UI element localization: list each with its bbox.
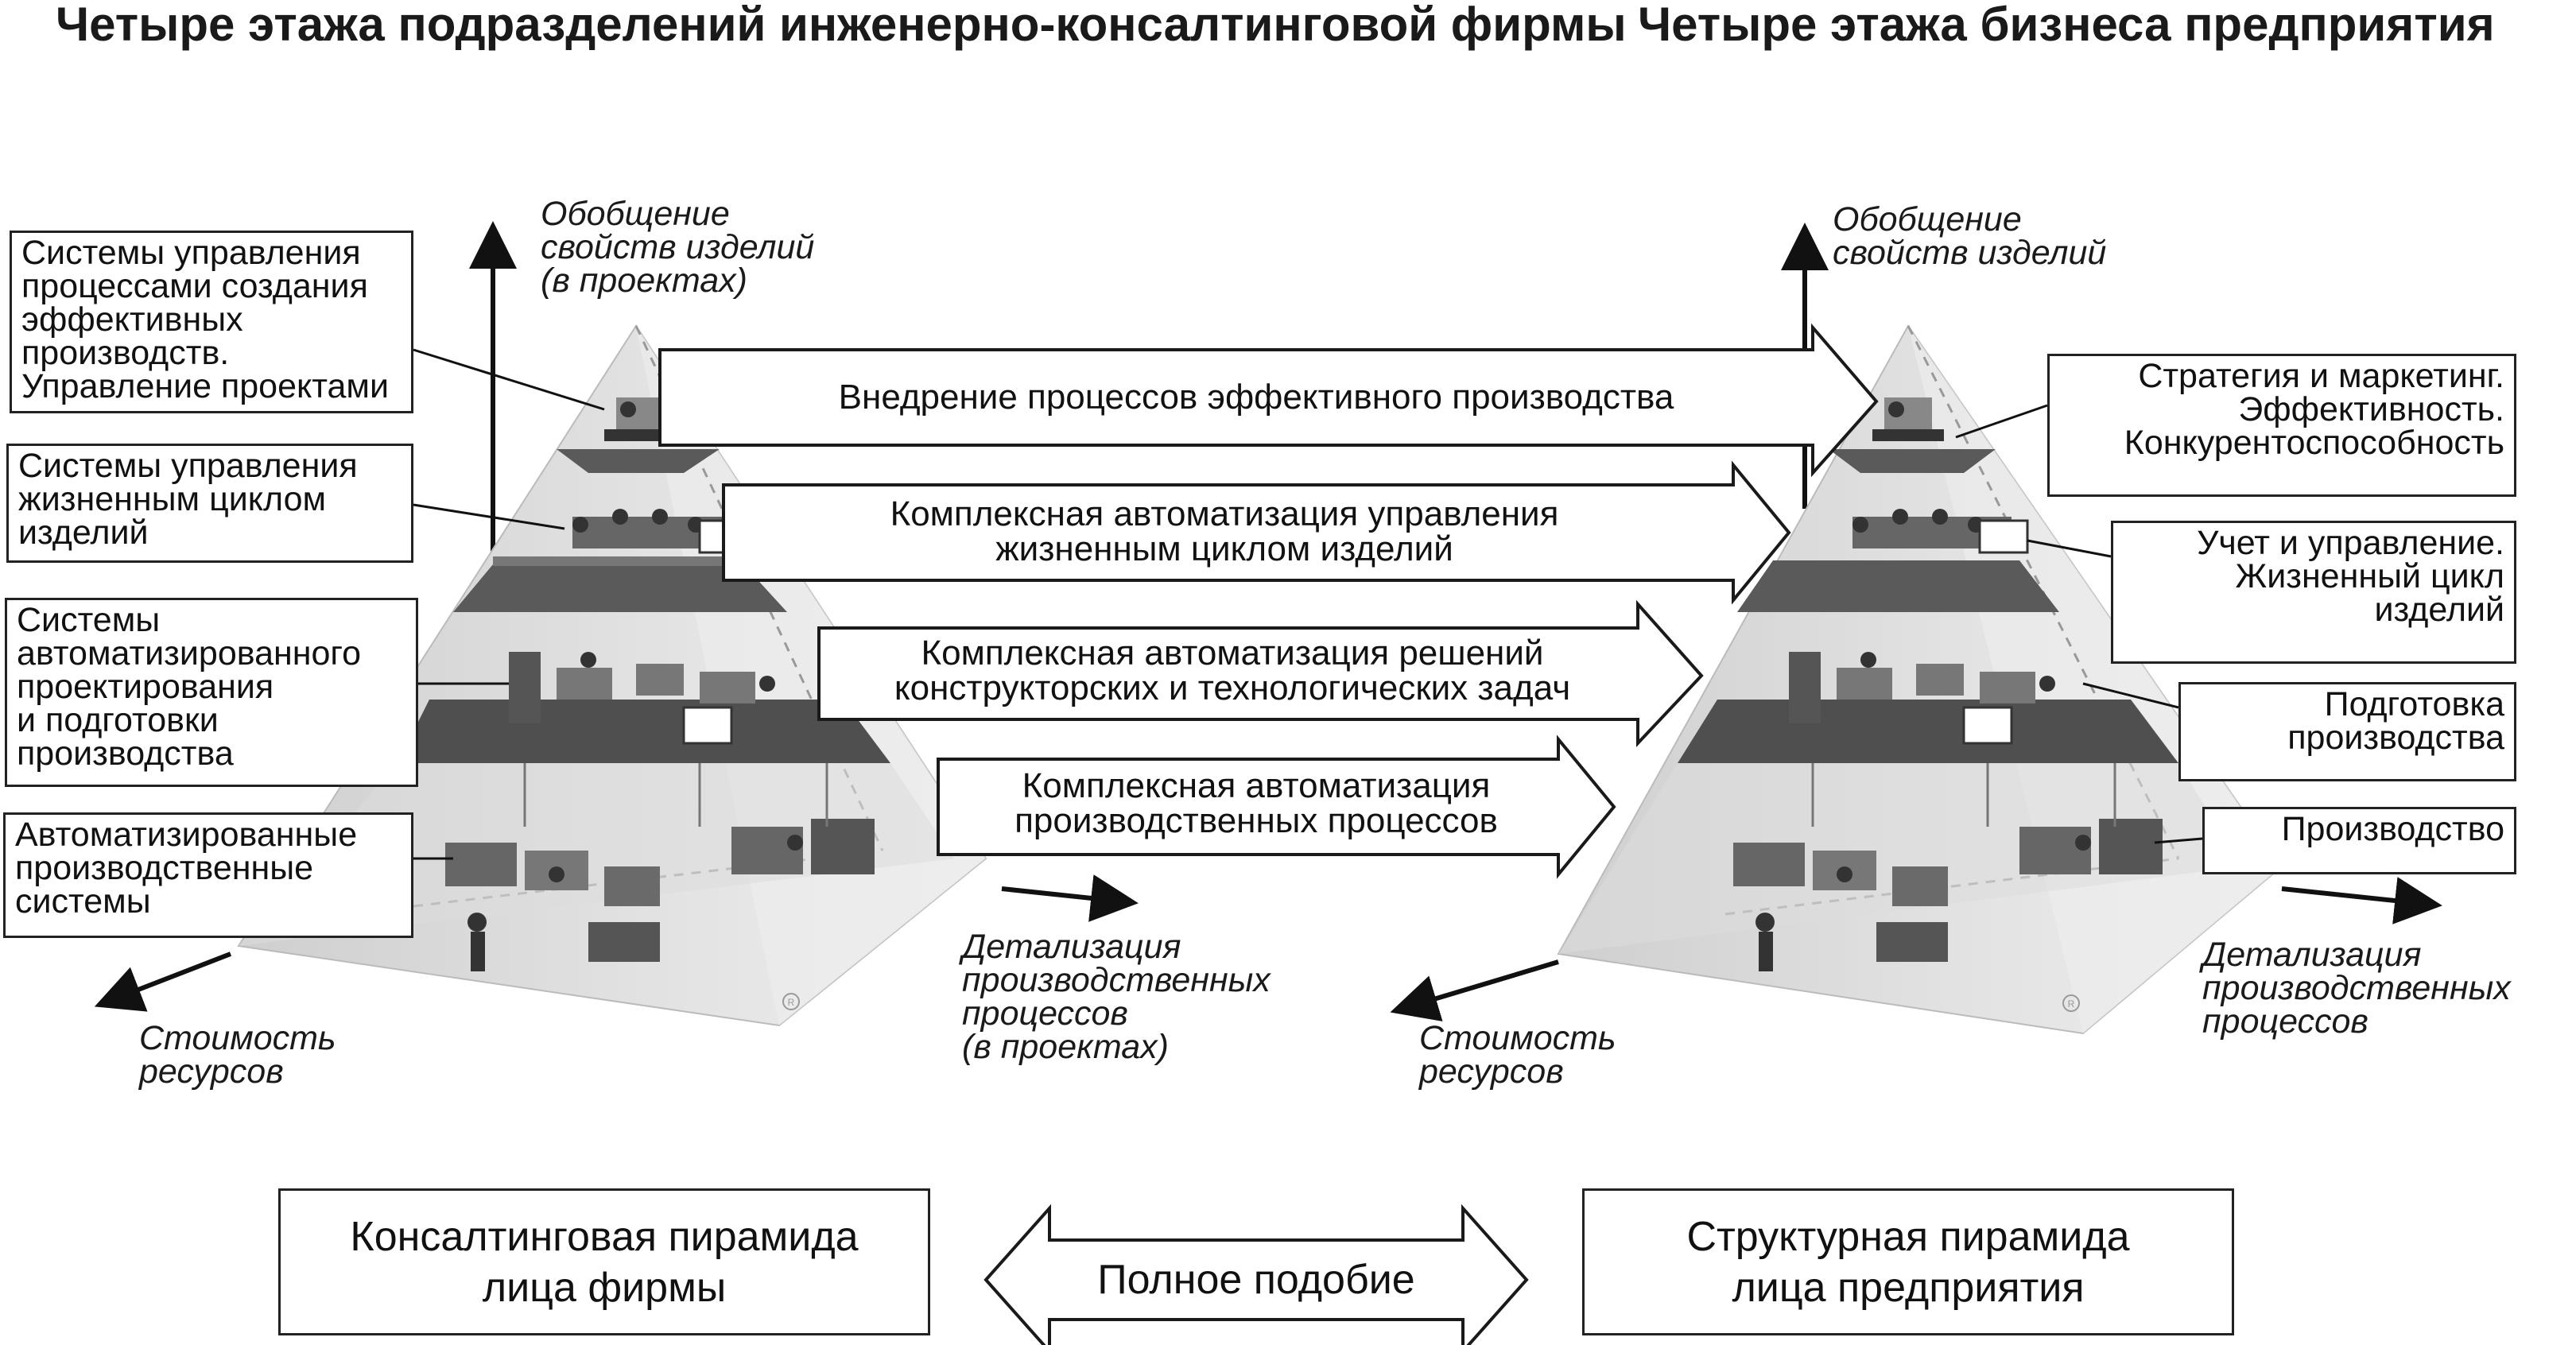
right-pyramid: R — [1390, 223, 2442, 1035]
arrow-3-shape — [817, 599, 1704, 748]
svg-text:R: R — [788, 997, 795, 1008]
left-floor-1 — [557, 449, 720, 473]
left-callout-level-4: Автоматизированные производственные сист… — [3, 812, 413, 938]
left-callout-level-2: Системы управления жизненным циклом изде… — [6, 444, 413, 563]
right-callout-level-4: Производство — [2202, 807, 2516, 874]
full-similarity-label: Полное подобие — [1097, 1257, 1415, 1303]
right-floor-3 — [1678, 700, 2178, 763]
registered-mark-icon: R — [2062, 994, 2080, 1012]
arrow-4-shape — [937, 735, 1616, 879]
arrow-2-label: Комплексная автоматизация управления жиз… — [890, 494, 1559, 568]
arrow-2-shape — [722, 460, 1791, 605]
right-axis-left-label: Стоимость ресурсов — [1419, 1019, 1616, 1091]
right-callout-level-1: Стратегия и маркетинг. Эффективность. Ко… — [2047, 354, 2516, 497]
structural-pyramid-box: Структурная пирамида лица предприятия — [1582, 1188, 2234, 1335]
left-title: Четыре этажа подразделений инженерно-кон… — [56, 0, 1627, 51]
right-callout-level-2: Учет и управление. Жизненный цикл издели… — [2111, 521, 2516, 664]
left-axis-right-label: Детализация производственных процессов (… — [962, 928, 1271, 1066]
registered-mark-icon: R — [782, 993, 800, 1010]
right-cost-axis — [1390, 959, 1559, 1021]
consulting-pyramid-box: Консалтинговая пирамида лица фирмы — [278, 1188, 930, 1335]
left-axis-left-label: Стоимость ресурсов — [139, 1019, 336, 1091]
svg-text:R: R — [2068, 998, 2075, 1010]
right-floor-1 — [1829, 449, 1996, 473]
right-title: Четыре этажа бизнеса предприятия — [1638, 0, 2495, 51]
right-axis-top-label: Обобщение свойств изделий — [1833, 200, 2107, 272]
connecting-arrows — [658, 323, 1879, 879]
left-floor-3 — [398, 700, 890, 763]
right-floor-2 — [1737, 560, 2059, 612]
right-axis-right-label: Детализация производственных процессов — [2202, 936, 2511, 1041]
arrow-1-label: Внедрение процессов эффективного произво… — [838, 378, 1674, 417]
left-axis-top-label: Обобщение свойств изделий (в проектах) — [541, 195, 815, 300]
left-detail-axis — [1001, 874, 1139, 922]
left-floor-details — [445, 397, 875, 971]
left-callout-level-1: Системы управления процессами создания э… — [10, 231, 413, 413]
left-floor-2 — [453, 564, 787, 612]
arrow-1-shape — [658, 323, 1879, 478]
similarity-double-arrow — [983, 1204, 1529, 1345]
right-callout-level-3: Подготовка производства — [2178, 682, 2516, 781]
left-cost-axis — [94, 952, 232, 1012]
right-detail-axis — [2281, 877, 2442, 924]
arrow-4-label: Комплексная автоматизация производственн… — [1014, 766, 1498, 840]
right-floor-details — [1733, 397, 2163, 971]
arrow-3-label: Комплексная автоматизация решений констр… — [894, 634, 1571, 707]
left-callout-level-3: Системы автоматизированного проектирован… — [5, 598, 418, 787]
